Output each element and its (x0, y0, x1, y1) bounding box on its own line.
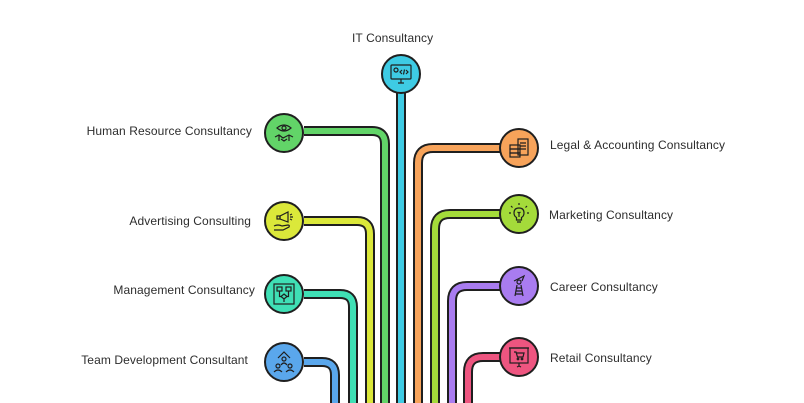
career-ladder-icon (513, 274, 526, 297)
node-legal (499, 128, 539, 168)
document-stack-icon (509, 138, 529, 158)
node-management (264, 274, 304, 314)
wire-career (447, 281, 500, 403)
label-hr: Human Resource Consultancy (86, 124, 252, 138)
wire-management-fill (304, 291, 356, 403)
node-career (499, 266, 539, 306)
label-legal: Legal & Accounting Consultancy (550, 138, 726, 152)
label-advertising: Advertising Consulting (129, 214, 251, 228)
megaphone-hand-icon (273, 211, 293, 231)
node-team (264, 342, 304, 382)
node-hr (264, 113, 304, 153)
label-management: Management Consultancy (113, 283, 255, 297)
wire-retail-fill (465, 354, 500, 403)
node-retail (499, 337, 539, 377)
label-it: IT Consultancy (352, 31, 434, 45)
wire-management (304, 289, 358, 403)
wire-team-fill (304, 359, 338, 403)
monitor-code-icon (390, 64, 412, 84)
node-marketing (499, 194, 539, 234)
label-team: Team Development Consultant (81, 353, 248, 367)
wire-advertising-fill (304, 218, 373, 403)
lightbulb-icon (509, 203, 529, 223)
wire-marketing-fill (432, 211, 500, 403)
wire-legal-fill (415, 145, 500, 403)
label-marketing: Marketing Consultancy (549, 208, 674, 222)
eye-handshake-icon (274, 124, 294, 142)
wire-career-fill (449, 283, 500, 403)
label-retail: Retail Consultancy (550, 351, 652, 365)
wire-hr-fill (304, 128, 388, 403)
label-career: Career Consultancy (550, 280, 658, 294)
shopping-cart-board-icon (509, 347, 529, 368)
team-people-icon (273, 351, 295, 373)
node-it (381, 54, 421, 94)
flowchart-icon (273, 283, 295, 305)
node-advertising (264, 201, 304, 241)
